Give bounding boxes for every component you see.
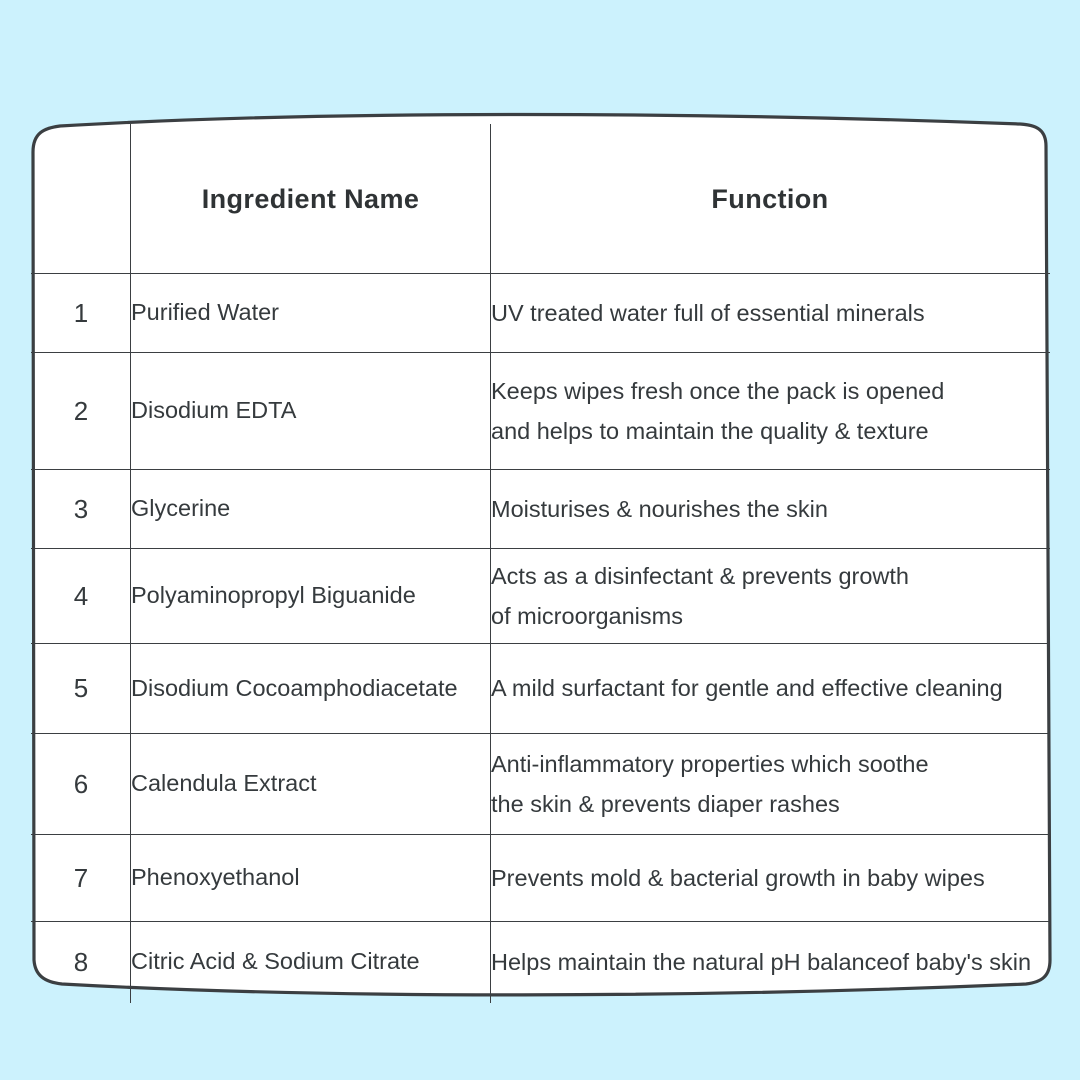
row-index: 5 [31, 643, 131, 734]
function-line: Acts as a disinfectant & prevents growth [491, 562, 909, 589]
row-function: Acts as a disinfectant & prevents growth… [490, 548, 1050, 644]
column-header-ingredient-name: Ingredient Name [130, 124, 491, 274]
row-ingredient-name: Glycerine [130, 469, 491, 549]
row-ingredient-name: Purified Water [130, 273, 491, 353]
row-index: 7 [31, 834, 131, 922]
row-ingredient-name: Phenoxyethanol [130, 834, 491, 922]
table-row: 3 Glycerine Moisturises & nourishes the … [31, 469, 1050, 549]
row-ingredient-name: Disodium Cocoamphodiacetate [130, 643, 491, 734]
row-ingredient-name: Calendula Extract [130, 733, 491, 835]
function-line: Prevents mold & bacterial growth in baby… [491, 864, 985, 891]
row-function: Prevents mold & bacterial growth in baby… [490, 834, 1050, 922]
ingredient-table: Ingredient Name Function 1 Purified Wate… [31, 124, 1050, 1003]
row-function: Helps maintain the natural pH balanceof … [490, 921, 1050, 1003]
row-index: 3 [31, 469, 131, 549]
row-function: Moisturises & nourishes the skin [490, 469, 1050, 549]
row-function: Keeps wipes fresh once the pack is opene… [490, 352, 1050, 470]
row-index: 8 [31, 921, 131, 1003]
function-line: Keeps wipes fresh once the pack is opene… [491, 377, 945, 404]
row-index: 6 [31, 733, 131, 835]
function-line: Helps maintain the natural pH balanceof … [491, 948, 1032, 975]
table-row: 8 Citric Acid & Sodium Citrate Helps mai… [31, 921, 1050, 1003]
table-header: Ingredient Name Function [31, 124, 1050, 274]
row-index: 4 [31, 548, 131, 644]
function-line: and helps to maintain the quality & text… [491, 418, 929, 444]
table-header-row: Ingredient Name Function [31, 124, 1050, 274]
table-row: 5 Disodium Cocoamphodiacetate A mild sur… [31, 643, 1050, 734]
function-line: Anti-inflammatory properties which sooth… [491, 750, 929, 777]
function-line: UV treated water full of essential miner… [491, 299, 925, 326]
function-line: the skin & prevents diaper rashes [491, 791, 840, 817]
column-header-index [31, 124, 131, 274]
function-line: Moisturises & nourishes the skin [491, 495, 828, 522]
row-function: Anti-inflammatory properties which sooth… [490, 733, 1050, 835]
column-header-function-label: Function [711, 183, 829, 214]
row-index: 2 [31, 352, 131, 470]
table-row: 4 Polyaminopropyl Biguanide Acts as a di… [31, 548, 1050, 644]
row-ingredient-name: Disodium EDTA [130, 352, 491, 470]
table-row: 1 Purified Water UV treated water full o… [31, 273, 1050, 353]
table-row: 7 Phenoxyethanol Prevents mold & bacteri… [31, 834, 1050, 922]
table-row: 2 Disodium EDTA Keeps wipes fresh once t… [31, 352, 1050, 470]
row-ingredient-name: Citric Acid & Sodium Citrate [130, 921, 491, 1003]
table-body: 1 Purified Water UV treated water full o… [31, 273, 1050, 1003]
table-row: 6 Calendula Extract Anti-inflammatory pr… [31, 733, 1050, 835]
column-header-function: Function [490, 124, 1050, 274]
row-ingredient-name: Polyaminopropyl Biguanide [130, 548, 491, 644]
row-index: 1 [31, 273, 131, 353]
table: Ingredient Name Function 1 Purified Wate… [31, 124, 1050, 1003]
function-line: of microorganisms [491, 603, 683, 629]
column-header-ingredient-name-label: Ingredient Name [201, 183, 420, 214]
row-function: UV treated water full of essential miner… [490, 273, 1050, 353]
row-function: A mild surfactant for gentle and effecti… [490, 643, 1050, 734]
function-line: A mild surfactant for gentle and effecti… [491, 675, 1003, 702]
